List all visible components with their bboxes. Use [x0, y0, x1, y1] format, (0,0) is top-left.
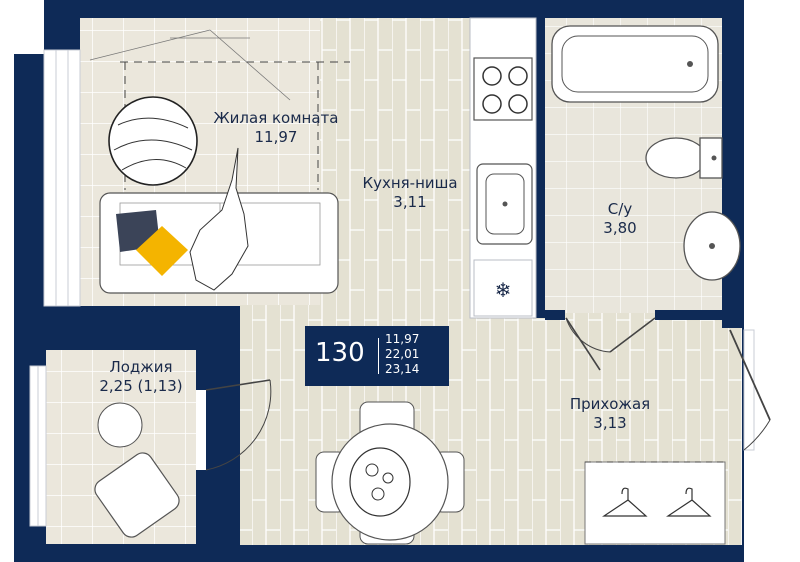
- loggia-furniture: [94, 402, 180, 538]
- round-rug: [108, 96, 198, 186]
- loggia-area: 2,25 (1,13): [99, 377, 183, 395]
- hallway-area: 3,13: [593, 414, 627, 432]
- loggia-name: Лоджия: [109, 358, 173, 376]
- living-room-label: Жилая комната 11,97: [196, 109, 356, 147]
- yellow-pillow: [136, 226, 188, 276]
- living-furniture: [89, 29, 350, 294]
- kitchen-label: Кухня-ниша 3,11: [350, 174, 470, 212]
- badge-divider: [378, 338, 379, 374]
- apartment-badge: 130 11,97 22,01 23,14: [305, 326, 449, 386]
- living-room-name: Жилая комната: [213, 109, 339, 127]
- person: [189, 147, 249, 291]
- windows: [29, 49, 755, 527]
- kitchen-area: 3,11: [393, 193, 427, 211]
- badge-areas: 11,97 22,01 23,14: [385, 332, 419, 377]
- loggia-label: Лоджия 2,25 (1,13): [86, 358, 196, 396]
- hallway-label: Прихожая 3,13: [550, 395, 670, 433]
- badge-area-living: 11,97: [385, 332, 420, 346]
- hallway-name: Прихожая: [569, 395, 651, 413]
- badge-area-total1: 22,01: [385, 347, 420, 361]
- bathroom-fixtures: [551, 25, 741, 281]
- living-room-area: 11,97: [254, 128, 298, 146]
- hanger-icon: [602, 487, 712, 517]
- bathroom-area: 3,80: [603, 219, 637, 237]
- kitchen-floor: [320, 18, 470, 308]
- bathroom-name: С/у: [607, 200, 633, 218]
- doors: [205, 317, 771, 471]
- kitchen-name: Кухня-ниша: [362, 174, 458, 192]
- badge-area-total2: 23,14: [385, 362, 420, 376]
- kitchen-counter: [469, 17, 537, 319]
- dining-table: [315, 401, 465, 545]
- apartment-number: 130: [315, 338, 365, 368]
- bathroom-label: С/у 3,80: [580, 200, 660, 238]
- snowflake-icon: ❄: [495, 278, 512, 302]
- wardrobe: [584, 461, 726, 545]
